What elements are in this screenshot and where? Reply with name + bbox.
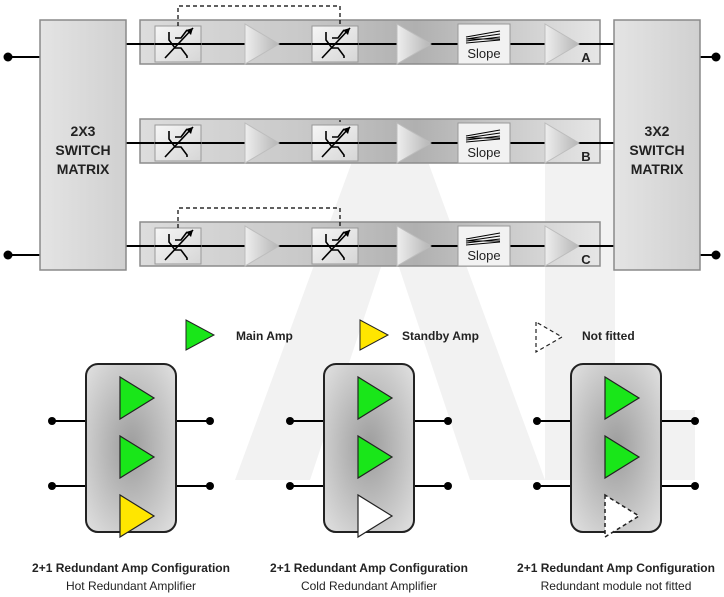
terminal-dot <box>444 482 452 490</box>
standby-amp-icon <box>119 493 156 539</box>
variable-attenuator-icon <box>154 25 202 63</box>
terminal-dot <box>691 417 699 425</box>
amplifier-icon <box>244 23 280 65</box>
switch-left-line3: MATRIX <box>57 161 110 177</box>
switch-right-line1: 3X2 <box>645 123 670 139</box>
main-amp-icon <box>119 434 156 480</box>
output-terminal-top <box>711 52 721 62</box>
row-letter: C <box>581 252 591 267</box>
amplifier-icon <box>544 225 580 267</box>
legend: Main Amp Standby Amp Not fitted <box>185 319 635 354</box>
amp-row-a: Slope A <box>126 5 614 65</box>
terminal-dot <box>286 482 294 490</box>
amp-row-c: Slope C <box>126 207 614 267</box>
switch-matrix-right: 3X2 SWITCH MATRIX <box>613 19 701 271</box>
terminal-dot <box>533 417 541 425</box>
legend-main-amp: Main Amp <box>236 329 293 343</box>
config-title: 2+1 Redundant Amp Configuration <box>32 561 230 575</box>
main-amp-icon <box>357 434 394 480</box>
switch-matrix-left: 2X3 SWITCH MATRIX <box>39 19 127 271</box>
input-terminal-top <box>3 52 13 62</box>
terminal-dot <box>206 417 214 425</box>
switch-right-line2: SWITCH <box>629 142 684 158</box>
row-letter: A <box>581 50 591 65</box>
main-amp-icon <box>119 375 156 421</box>
legend-standby-amp: Standby Amp <box>402 329 479 343</box>
legend-not-fitted: Not fitted <box>582 329 635 343</box>
amplifier-icon <box>244 225 280 267</box>
slope-label: Slope <box>467 248 500 263</box>
amplifier-icon <box>544 23 580 65</box>
terminal-dot <box>533 482 541 490</box>
terminal-dot <box>444 417 452 425</box>
config-subtitle: Hot Redundant Amplifier <box>66 579 196 593</box>
main-amp-icon <box>604 434 641 480</box>
main-amp-icon <box>357 375 394 421</box>
input-terminal-bottom <box>3 250 13 260</box>
slope-label: Slope <box>467 145 500 160</box>
slope-equalizer: Slope <box>457 122 511 164</box>
amplifier-icon <box>544 122 580 164</box>
not-fitted-legend-icon <box>535 320 564 354</box>
amp-row-b: Slope B <box>126 118 614 164</box>
config-title: 2+1 Redundant Amp Configuration <box>517 561 715 575</box>
switch-left-line2: SWITCH <box>55 142 110 158</box>
slope-label: Slope <box>467 46 500 61</box>
variable-attenuator-icon <box>154 124 202 162</box>
control-link-dashed <box>177 5 341 26</box>
slope-equalizer: Slope <box>457 23 511 65</box>
row-letter: B <box>581 149 590 164</box>
main-amp-icon <box>604 375 641 421</box>
variable-attenuator-icon <box>311 124 359 162</box>
config-subtitle: Cold Redundant Amplifier <box>301 579 437 593</box>
amplifier-icon <box>396 23 432 65</box>
slope-equalizer: Slope <box>457 225 511 267</box>
variable-attenuator-icon <box>311 227 359 265</box>
not-fitted-amp-icon <box>604 493 641 539</box>
control-link-dashed <box>177 207 341 228</box>
config-module-3: 2+1 Redundant Amp ConfigurationRedundant… <box>517 363 715 593</box>
amplifier-icon <box>396 225 432 267</box>
switch-right-line3: MATRIX <box>631 161 684 177</box>
config-title: 2+1 Redundant Amp Configuration <box>270 561 468 575</box>
switch-left-line1: 2X3 <box>71 123 96 139</box>
standby-amp-legend-icon <box>359 319 390 351</box>
terminal-dot <box>206 482 214 490</box>
terminal-dot <box>48 417 56 425</box>
io-terminals <box>3 52 721 260</box>
terminal-dot <box>286 417 294 425</box>
amplifier-icon <box>244 122 280 164</box>
variable-attenuator-icon <box>154 227 202 265</box>
terminal-dot <box>48 482 56 490</box>
amplifier-icon <box>396 122 432 164</box>
output-terminal-bottom <box>711 250 721 260</box>
cold-amp-icon <box>357 493 394 539</box>
main-amp-legend-icon <box>185 319 216 351</box>
config-subtitle: Redundant module not fitted <box>541 579 692 593</box>
variable-attenuator-icon <box>311 25 359 63</box>
terminal-dot <box>691 482 699 490</box>
